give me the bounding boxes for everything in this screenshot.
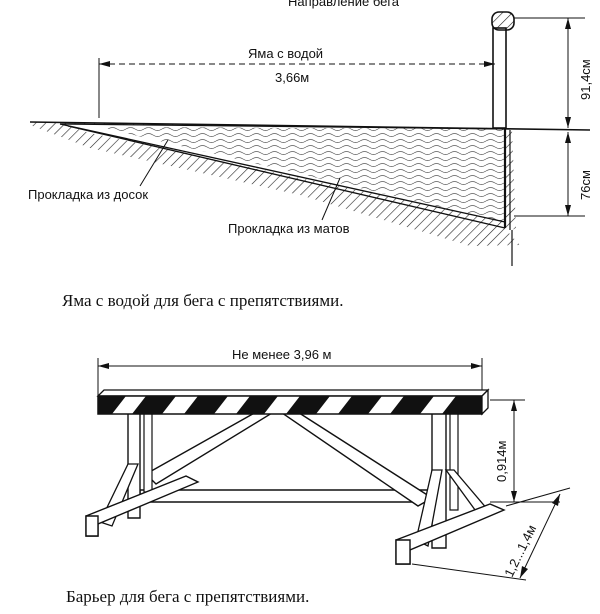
left-rear-leg	[143, 411, 153, 493]
boards-layer	[59, 123, 506, 223]
width-label: Не менее 3,96 м	[232, 347, 332, 362]
width-arrow-left	[98, 363, 109, 369]
top-rail-end	[481, 388, 489, 416]
depth-arrow-bottom	[565, 205, 571, 216]
bottom-caption: Барьер для бега с препятствиями.	[66, 587, 309, 606]
mats-layer	[67, 125, 506, 229]
base-ext-back	[505, 487, 571, 507]
boards-label: Прокладка из досок	[28, 187, 148, 202]
boards-leader	[139, 139, 169, 187]
mats-label: Прокладка из матов	[228, 221, 350, 236]
direction-label: Направление бега	[288, 0, 400, 9]
height-arrow-bottom	[565, 117, 571, 128]
pit-depth: 76см	[578, 170, 593, 200]
mats-leader	[321, 177, 341, 221]
barrier-diagram: Не менее 3,96 м	[66, 347, 571, 606]
base-label: 1,2...1,4м	[501, 522, 539, 579]
base-dim-line	[519, 493, 561, 579]
right-foot	[395, 503, 506, 565]
depth-arrow-top	[565, 132, 571, 143]
top-caption: Яма с водой для бега с препятствиями.	[62, 291, 343, 310]
pit-label: Яма с водой	[248, 46, 323, 61]
base-arrow-top	[552, 494, 560, 506]
barrier-top-rail	[491, 11, 515, 31]
pit-length-arrow-left	[99, 61, 110, 67]
top-rail-top-face	[96, 389, 490, 397]
barrier-post	[492, 27, 507, 129]
base-ext-front	[411, 563, 527, 581]
right-rear-leg	[449, 411, 459, 511]
water-pit-diagram: Направление бега Яма с водой 3,66м 91,4с…	[28, 0, 593, 310]
pit-length: 3,66м	[275, 70, 309, 85]
water-waves	[100, 127, 505, 222]
barrier-height-arrow-top	[511, 400, 517, 411]
left-foot	[85, 475, 200, 537]
water-line	[59, 123, 511, 130]
width-arrow-right	[471, 363, 482, 369]
barrier-height-arrow-bottom	[511, 491, 517, 502]
rear-base-beam	[139, 489, 441, 503]
pit-length-arrow-right	[484, 61, 495, 67]
rail-stripes	[98, 396, 482, 414]
barrier-height: 91,4см	[578, 59, 593, 100]
height-arrow-top	[565, 18, 571, 29]
barrier-height-label: 0,914м	[494, 440, 509, 482]
left-foot-front	[85, 515, 99, 537]
right-foot-front	[395, 539, 411, 565]
base-arrow-bottom	[520, 566, 528, 578]
